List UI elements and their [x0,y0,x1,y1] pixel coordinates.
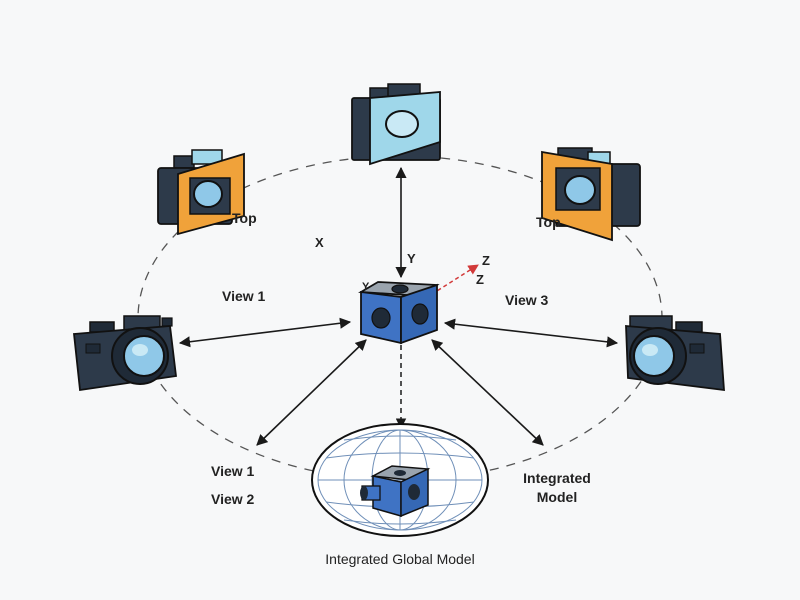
label-z-axis-2: Z [476,272,484,287]
label-y-axis: Y [407,251,416,266]
label-view3: View 3 [505,292,549,308]
label-top-right: Top [536,214,561,230]
label-integrated-model-line2: Model [536,489,578,505]
camera-icon [625,315,725,392]
camera-icon [157,149,245,236]
label-top-left: Top [232,210,257,226]
label-view1-lower: View 1 [211,463,255,479]
label-view2: View 2 [211,491,255,507]
cube-icon [358,281,440,345]
arrow-view1-lower [256,339,367,446]
label-integrated-global-model: Integrated Global Model [325,551,475,567]
label-z-axis: Z [482,253,490,268]
label-view1-upper: View 1 [222,288,266,304]
arrow-integrated-model [431,339,544,446]
camera-icon [351,83,441,166]
label-x-axis: X [315,235,324,250]
globe-icon [311,423,489,537]
arrow-right-camera [443,318,619,348]
label-cube-y: Y [362,281,370,293]
arrow-left-camera [178,317,352,348]
camera-icon [541,147,641,242]
label-integrated-model-line1: Integrated [523,470,591,486]
camera-icon [73,315,177,392]
